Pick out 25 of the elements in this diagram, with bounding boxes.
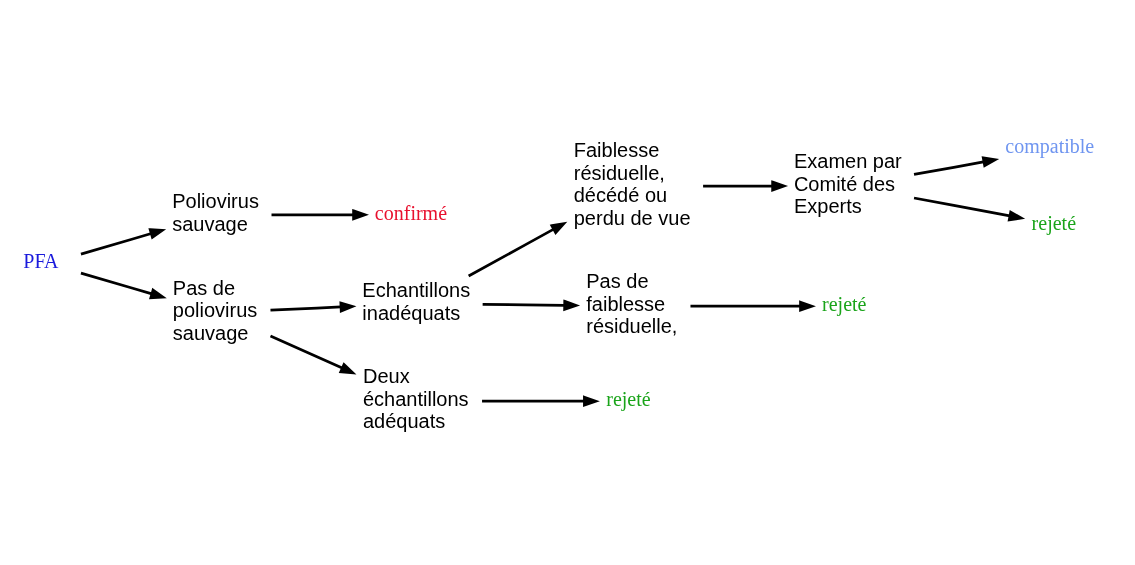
node-text: Faiblesse résiduelle, décédé ou perdu de vue <box>573 138 691 229</box>
arrow <box>271 208 369 221</box>
node-text: PFA <box>23 249 59 272</box>
arrow <box>467 221 568 277</box>
node-text: Examen par Comité des Experts <box>793 149 902 217</box>
arrow <box>270 300 357 313</box>
node-text: Pas de faiblesse résiduelle, <box>586 269 678 337</box>
node-text: Poliovirus sauvage <box>172 189 259 235</box>
arrow <box>913 155 1000 176</box>
node-text: confirmé <box>374 201 448 224</box>
arrow <box>482 394 600 407</box>
arrow <box>80 227 167 255</box>
arrow <box>690 299 816 312</box>
arrow <box>482 298 581 311</box>
node-text: compatible <box>1005 134 1095 157</box>
arrow <box>703 179 789 192</box>
arrow <box>80 271 167 299</box>
arrow <box>269 334 357 374</box>
node-text: rejeté <box>606 387 651 410</box>
arrow <box>913 196 1026 221</box>
node-text: rejeté <box>1031 211 1077 234</box>
node-text: Deux échantillons adéquats <box>362 364 469 432</box>
node-text: Pas de poliovirus sauvage <box>172 276 258 344</box>
node-text: Echantillons inadéquats <box>362 278 471 324</box>
node-text: rejeté <box>822 292 867 315</box>
